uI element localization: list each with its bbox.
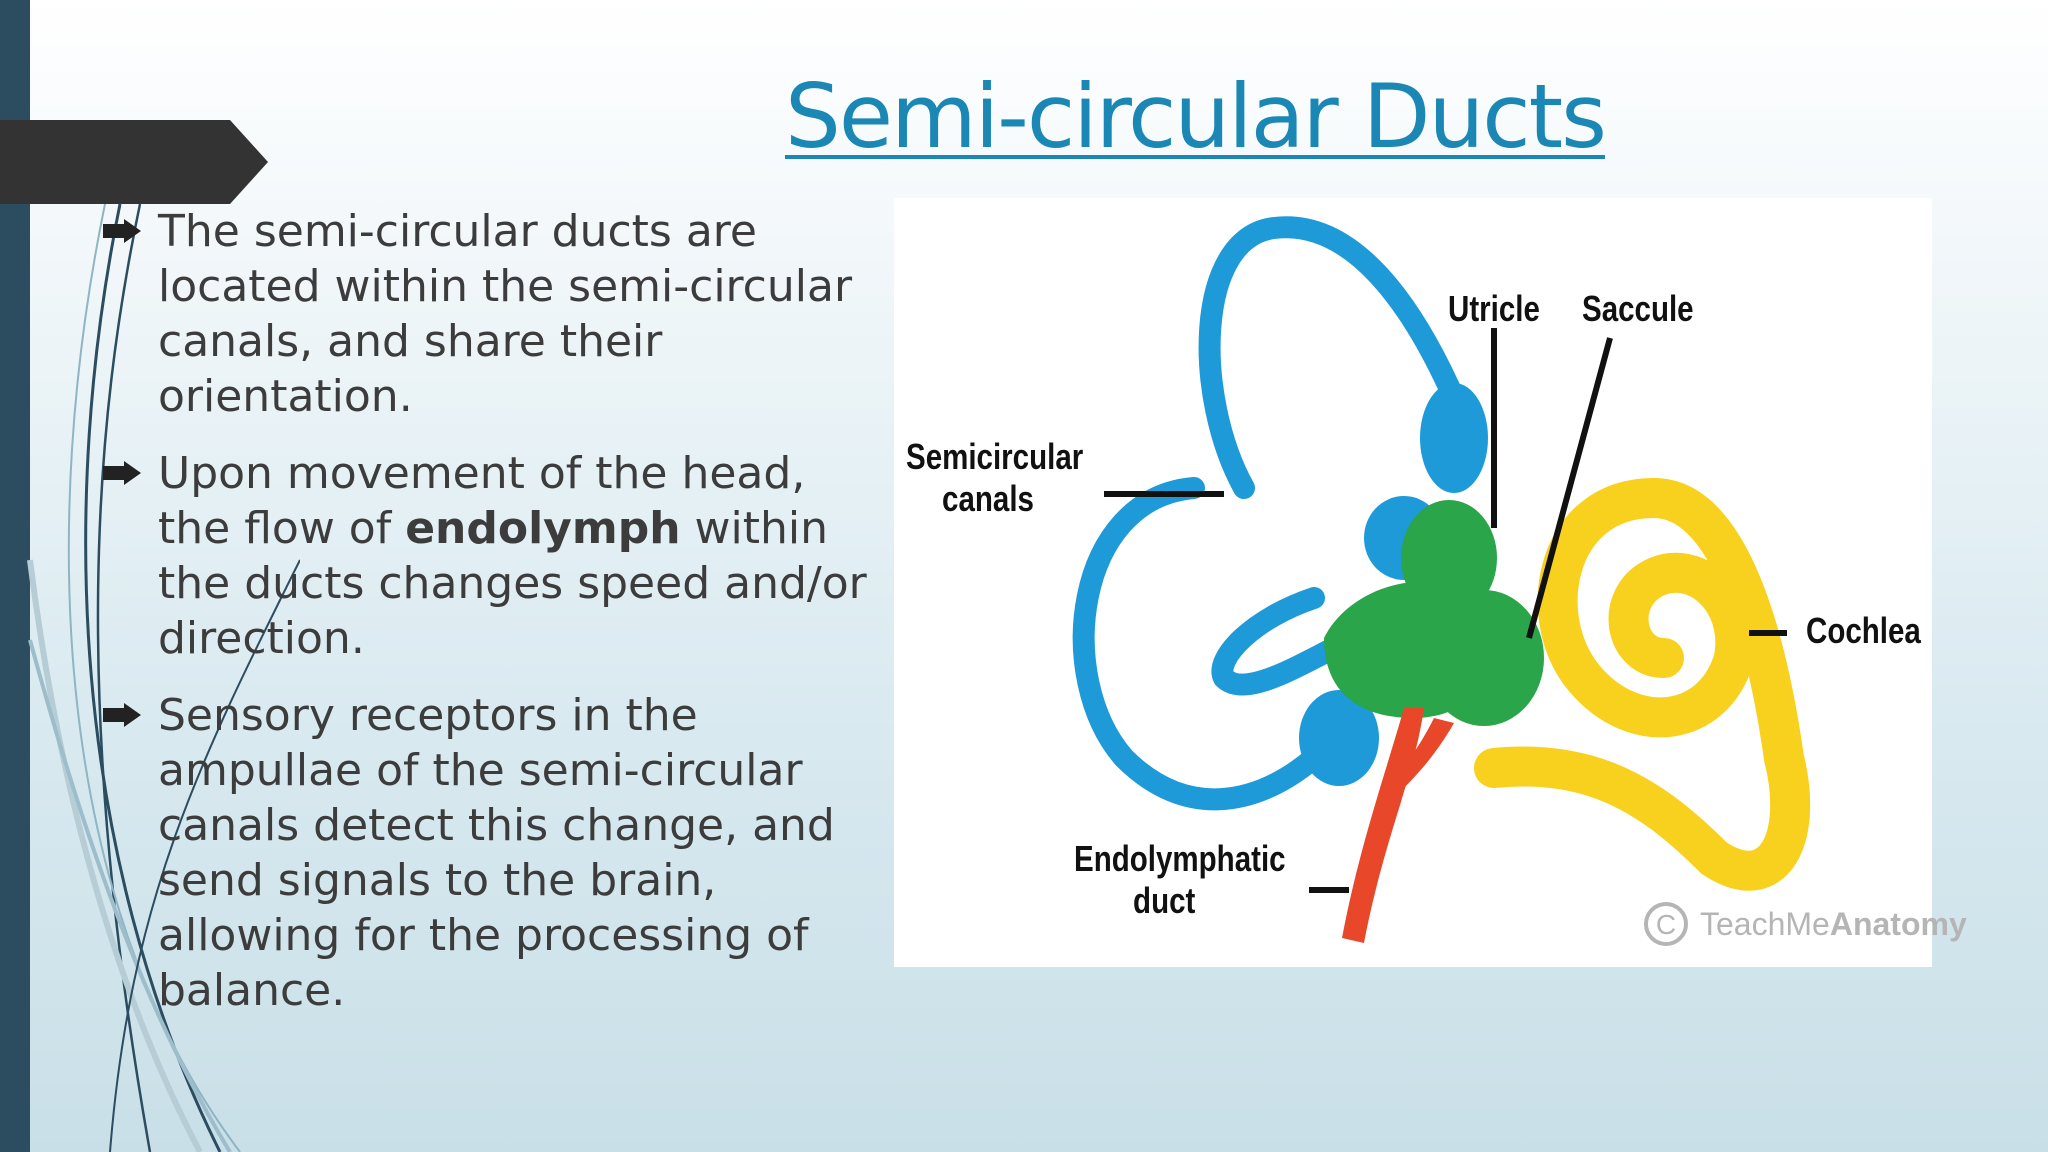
inner-ear-illustration: [1072, 216, 1811, 943]
watermark-text-light: TeachMe: [1700, 906, 1830, 942]
title-tab-arrow: [0, 120, 268, 204]
label-cochlea: Cochlea: [1806, 610, 1921, 651]
bullet-text-bold: endolymph: [405, 503, 681, 554]
cochlea-shape: [1474, 477, 1811, 891]
watermark-text-bold: Anatomy: [1829, 906, 1967, 942]
bullet-item: Upon movement of the head, the flow of e…: [100, 446, 880, 666]
label-saccule: Saccule: [1582, 288, 1694, 329]
copyright-icon: C: [1644, 902, 1688, 946]
decorative-curves: [27, 203, 300, 1152]
label-semicircular-line-2: canals: [942, 478, 1034, 519]
utricle-saccule-shapes: [1324, 500, 1544, 726]
leader-lines: [1104, 328, 1787, 893]
bullet-text: Sensory receptors in the ampullae of the…: [158, 690, 835, 1016]
label-semicircular-line-1: Semicircular: [906, 436, 1084, 477]
arrow-bullet-icon: [103, 219, 141, 243]
label-endolymphatic-duct: Endolymphatic duct: [1074, 838, 1286, 922]
bullet-text-post: within the ducts changes speed and/or di…: [158, 503, 867, 664]
arrow-bullet-icon: [103, 703, 141, 727]
label-semicircular-canals: Semicircular canals: [906, 436, 1084, 520]
bullet-item: Sensory receptors in the ampullae of the…: [100, 688, 880, 1018]
watermark: C TeachMeAnatomy: [1644, 898, 1967, 958]
label-utricle: Utricle: [1448, 288, 1540, 329]
bullet-list: The semi-circular ducts are located with…: [100, 204, 880, 1040]
arrow-bullet-icon: [103, 461, 141, 485]
bullet-item: The semi-circular ducts are located with…: [100, 204, 880, 424]
label-endolymphatic-line-1: Endolymphatic: [1074, 838, 1286, 879]
bullet-text: The semi-circular ducts are located with…: [158, 206, 853, 422]
slide-title: Semi-circular Ducts: [785, 65, 1607, 168]
bullet-text-pre: Upon movement of the head, the flow of: [158, 448, 806, 554]
inner-ear-diagram: Semicircular canals Utricle Saccule Coch…: [894, 198, 1967, 967]
label-endolymphatic-line-2: duct: [1133, 880, 1196, 921]
semicircular-canals-shape: [1072, 216, 1465, 811]
